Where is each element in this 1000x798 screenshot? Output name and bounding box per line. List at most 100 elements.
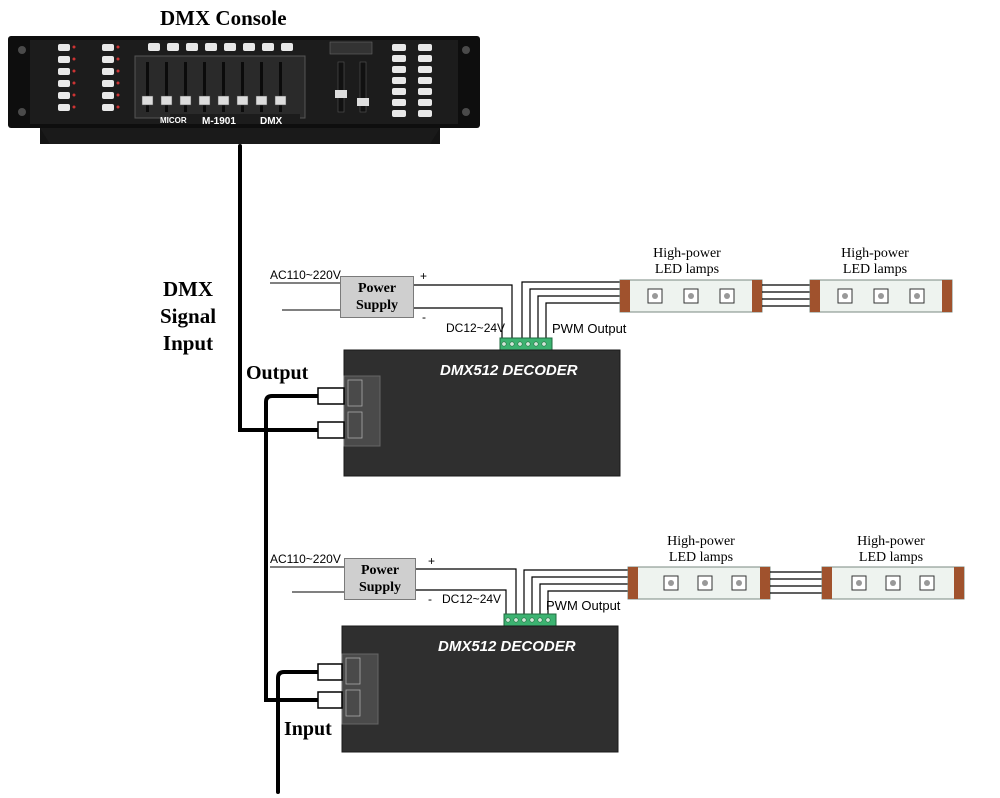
console-faders <box>141 62 287 112</box>
terminal-screw <box>513 617 519 623</box>
console-button <box>418 110 432 117</box>
fade-fader-knob <box>357 98 369 106</box>
led-strip-end <box>760 567 770 599</box>
power-supply-label: Supply <box>358 580 402 595</box>
dmx-output-cable <box>264 394 320 702</box>
led-strip-end <box>954 567 964 599</box>
console-led <box>72 69 76 73</box>
rack-hole <box>462 46 470 54</box>
console-led <box>116 105 120 109</box>
terminal-screw <box>541 341 547 347</box>
console-button <box>392 110 406 117</box>
dmx-cables <box>238 144 320 794</box>
console-led <box>116 81 120 85</box>
led-chip-dot <box>688 293 694 299</box>
console-button <box>392 88 406 95</box>
console-button <box>102 92 114 99</box>
led-chip-dot <box>914 293 920 299</box>
led-chip-dot <box>724 293 730 299</box>
terminal-screws <box>501 341 547 347</box>
fade-fader <box>359 61 367 113</box>
dc-minus-line <box>416 589 507 616</box>
led-chip-dot <box>890 580 896 586</box>
dmx-input-plug <box>317 691 343 709</box>
fader-knob <box>255 95 268 106</box>
led-lamps-label: High-power LED lamps <box>846 534 936 566</box>
rj45-port <box>345 689 361 717</box>
power-supply: Power Supply <box>340 276 414 318</box>
led-label-line: High-power <box>667 534 735 549</box>
console-plate <box>170 114 300 124</box>
console-button <box>418 44 432 51</box>
input-label: Input <box>284 718 332 740</box>
led-chip-dot <box>924 580 930 586</box>
pwm-line <box>537 295 622 340</box>
fader-knob <box>217 95 230 106</box>
pwm-line <box>521 281 622 340</box>
rj45-port <box>345 657 361 685</box>
led-chip-dot <box>702 580 708 586</box>
terminal-screw <box>545 617 551 623</box>
console-button <box>102 56 114 63</box>
led-chip-dot <box>652 293 658 299</box>
signal-label-line: Signal <box>160 304 217 328</box>
console-base <box>40 128 440 144</box>
console-top-buttons <box>148 43 293 51</box>
dc-plus-line <box>416 568 517 616</box>
dc-plus-line <box>414 284 513 340</box>
dmx-output-plug <box>317 387 345 405</box>
console-led <box>116 57 120 61</box>
led-strip-end <box>822 567 832 599</box>
console-button <box>392 99 406 106</box>
pwm-line <box>531 576 630 616</box>
terminal-screw <box>501 341 507 347</box>
fader-track <box>222 62 225 112</box>
console-button <box>224 43 236 51</box>
led-label-line: LED lamps <box>842 262 908 277</box>
fader-track <box>146 62 149 112</box>
dmx-console: MICOR M-1901 DMX <box>8 36 480 144</box>
pwm-line <box>523 569 630 616</box>
terminal-screw <box>521 617 527 623</box>
led-chip-dot <box>842 293 848 299</box>
console-button <box>392 55 406 62</box>
console-button <box>418 66 432 73</box>
fader-track <box>241 62 244 112</box>
led-label-line: LED lamps <box>858 550 924 565</box>
console-model: M-1901 <box>202 116 236 127</box>
fader-track <box>279 62 282 112</box>
speed-fader <box>337 61 345 113</box>
pwm-line <box>545 302 622 340</box>
console-button <box>102 68 114 75</box>
ac-voltage-label: AC110~220V <box>270 552 341 566</box>
fader-knob <box>141 95 154 106</box>
dmx-signal-input-label: DMX Signal Input <box>160 276 216 357</box>
terminal-screw <box>505 617 511 623</box>
console-button <box>102 80 114 87</box>
led-lamps-label: High-power LED lamps <box>656 534 746 566</box>
fader-knob <box>160 95 173 106</box>
console-button <box>205 43 217 51</box>
console-button <box>418 88 432 95</box>
power-supply-label: Power <box>357 281 397 296</box>
console-button <box>392 77 406 84</box>
fader-knob <box>274 95 287 106</box>
led-label-line: High-power <box>653 246 721 261</box>
console-button <box>392 66 406 73</box>
led-chip-dot <box>856 580 862 586</box>
plus-sign: + <box>428 554 436 568</box>
console-led <box>116 45 120 49</box>
fader-track <box>203 62 206 112</box>
console-button <box>58 80 70 87</box>
terminal-screws <box>505 617 551 623</box>
console-button <box>418 77 432 84</box>
fader-knob <box>179 95 192 106</box>
console-led <box>72 45 76 49</box>
diagram-title: DMX Console <box>160 6 287 30</box>
led-lamps-label: High-power LED lamps <box>830 246 920 278</box>
fader-track <box>165 62 168 112</box>
console-button <box>167 43 179 51</box>
plus-sign: + <box>420 269 428 283</box>
rj45-port <box>347 379 363 407</box>
